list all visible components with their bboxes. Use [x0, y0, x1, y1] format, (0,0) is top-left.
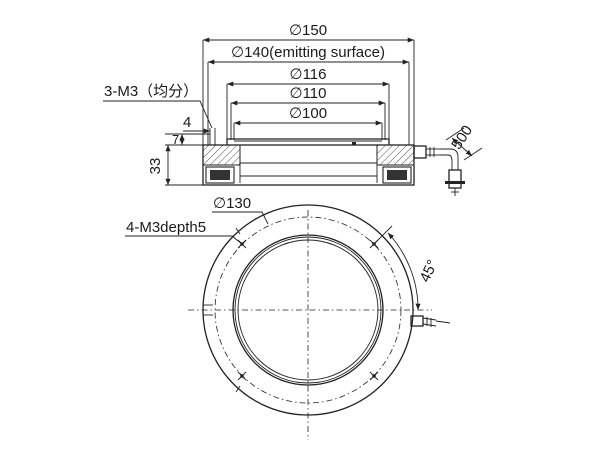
- dim-text-7: 7: [172, 132, 179, 147]
- side-section-view: ∅150 ∅140(emitting surface) ∅116 ∅110 ∅1…: [103, 22, 483, 196]
- callout-bottom-holes: 4-M3depth5: [126, 219, 206, 236]
- dim-text-45: 45°: [416, 257, 441, 285]
- inner-glass: [237, 239, 379, 381]
- emitting-ring-outer: [232, 234, 384, 386]
- dim-text-150: ∅150: [289, 22, 327, 39]
- right-wall-section: [376, 144, 415, 166]
- leader-side-holes: [103, 100, 213, 129]
- dim-text-110: ∅110: [290, 85, 327, 102]
- dim-text-140: ∅140(emitting surface): [231, 44, 385, 61]
- left-wall-section: [202, 144, 241, 166]
- dim-text-4: 4: [183, 114, 191, 131]
- angle-arc: [387, 232, 421, 311]
- cable-plan: [410, 315, 451, 327]
- top-plan-view: ∅130 4-M3depth5 45°: [125, 195, 451, 440]
- callout-side-holes: 3-M3（均分）: [104, 83, 198, 100]
- cable: [413, 145, 465, 196]
- outer-ring: [202, 204, 414, 416]
- bolt-circle: [214, 216, 402, 404]
- leader-bolt-circle: [212, 211, 269, 225]
- dim-text-33: 33: [147, 158, 164, 175]
- leader-bottom-holes: [125, 235, 243, 245]
- dim-text-500: 500: [448, 122, 476, 152]
- dim-text-100: ∅100: [289, 105, 327, 122]
- dim-text-116: ∅116: [290, 66, 327, 83]
- dim-text-130: ∅130: [213, 195, 251, 212]
